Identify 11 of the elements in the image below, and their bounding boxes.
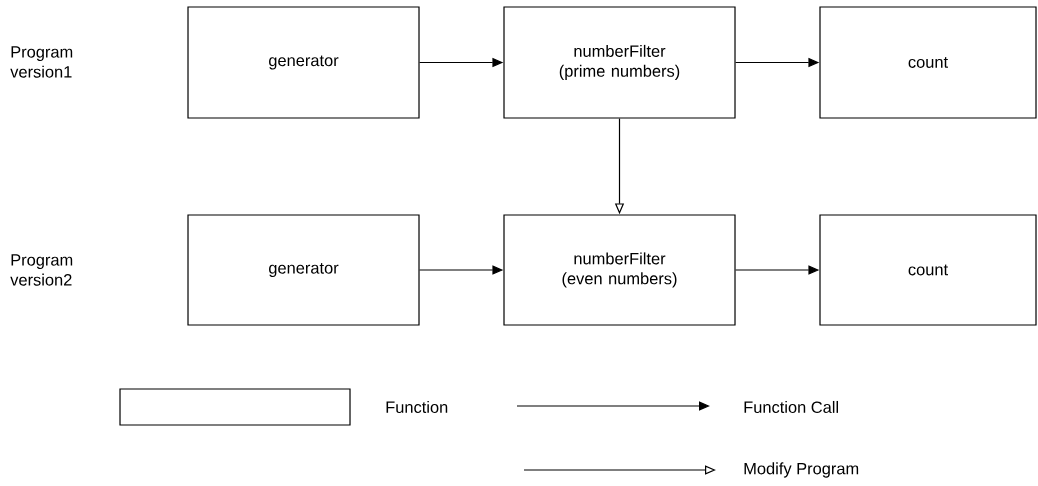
function-box: numberFilter (even numbers) <box>503 214 736 326</box>
row-label: Program version1 <box>10 46 73 78</box>
function-box: generator <box>187 6 420 119</box>
function-box: count <box>819 6 1037 119</box>
legend-label: Function <box>386 400 448 413</box>
legend-label: Function Call <box>744 400 838 413</box>
legend-label: Modify Program <box>744 462 859 478</box>
function-box: numberFilter (prime numbers) <box>503 6 736 119</box>
row-label: Program version2 <box>10 254 73 286</box>
function-box: count <box>819 214 1037 326</box>
function-box: generator <box>187 214 420 326</box>
